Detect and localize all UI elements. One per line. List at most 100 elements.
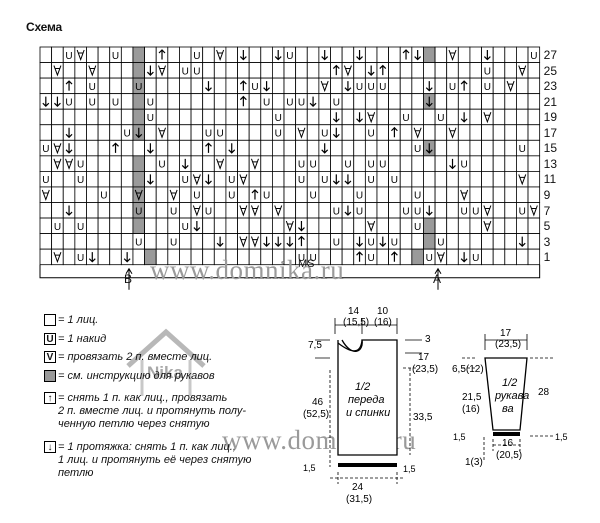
chart-cell xyxy=(527,108,541,126)
chart-cell xyxy=(504,155,517,172)
knit-two-together-symbol xyxy=(483,112,492,124)
chart-cell xyxy=(132,62,145,79)
chart-cell xyxy=(225,46,238,63)
chart-cell xyxy=(411,77,424,95)
chart-cell xyxy=(434,155,448,172)
arrow-down-symbol xyxy=(321,143,329,154)
chart-cell xyxy=(469,93,482,110)
knit-two-together-symbol xyxy=(448,127,457,139)
arrow-down-symbol xyxy=(379,236,387,247)
chart-cell xyxy=(144,186,157,203)
chart-cell xyxy=(446,62,459,79)
yarn-over-symbol: U xyxy=(147,113,154,124)
knit-two-together-symbol xyxy=(158,65,166,77)
chart-cell xyxy=(39,202,53,219)
chart-cell xyxy=(51,233,64,250)
yarn-over-symbol: U xyxy=(519,144,526,155)
yarn-over-symbol: U xyxy=(298,253,305,264)
knit-two-together-symbol xyxy=(53,143,62,155)
chart-cell xyxy=(109,124,122,141)
chart-cell xyxy=(237,108,250,126)
arrow-down-symbol xyxy=(146,143,154,154)
yarn-over-symbol: U xyxy=(333,97,340,108)
chart-cell xyxy=(62,248,76,266)
chart-cell xyxy=(39,77,53,95)
arrow-down-symbol xyxy=(356,50,363,61)
chart-cell xyxy=(179,202,192,219)
chart-cell xyxy=(86,170,99,188)
chart-cell xyxy=(481,93,494,110)
arrow-up-symbol xyxy=(390,251,398,262)
chart-cell xyxy=(271,139,285,157)
chart-cell xyxy=(248,62,262,79)
chart-cell xyxy=(51,77,64,95)
chart-cell xyxy=(434,202,448,219)
chart-cell xyxy=(179,46,192,63)
arrow-down-symbol xyxy=(332,174,340,185)
chart-cell xyxy=(62,108,76,126)
arrow-down-symbol xyxy=(518,236,526,247)
chart-cell xyxy=(97,93,111,110)
yarn-over-symbol: U xyxy=(472,253,479,264)
chart-cell xyxy=(411,108,424,126)
chart-cell xyxy=(74,108,87,126)
chart-cell xyxy=(97,62,111,79)
chart-cell xyxy=(330,186,343,203)
yarn-over-symbol: U xyxy=(298,175,305,186)
chart-cell xyxy=(144,46,157,63)
yarn-over-symbol: U xyxy=(77,253,84,264)
chart-cell xyxy=(423,233,436,250)
chart-cell xyxy=(504,248,517,266)
chart-cell xyxy=(190,139,204,157)
chart-cell xyxy=(202,93,215,110)
arrow-up-symbol xyxy=(402,49,410,60)
chart-cell xyxy=(271,93,285,110)
knit-two-together-icon: V xyxy=(44,351,56,363)
chart-cell xyxy=(225,77,238,95)
chart-cell xyxy=(237,186,250,203)
chart-cell xyxy=(155,170,169,188)
chart-cell xyxy=(527,170,541,188)
chart-cell xyxy=(167,108,180,126)
chart-cell xyxy=(306,170,320,188)
arrow-down-symbol xyxy=(344,81,352,92)
chart-cell xyxy=(62,217,76,235)
arrow-down-symbol xyxy=(449,158,456,170)
chart-cell xyxy=(225,202,238,219)
chart-cell xyxy=(74,139,87,157)
arrow-down-symbol xyxy=(123,252,131,263)
chart-cell xyxy=(504,170,517,188)
knit-two-together-symbol xyxy=(413,127,422,139)
arrow-down-symbol xyxy=(205,81,212,92)
chart-cell xyxy=(248,124,262,141)
chart-cell xyxy=(411,155,424,172)
chart-cell xyxy=(86,217,99,235)
chart-cell xyxy=(86,108,99,126)
chart-cell xyxy=(457,170,471,188)
yarn-over-symbol: U xyxy=(275,113,282,124)
chart-cell xyxy=(225,108,238,126)
legend-text: = см. инструкцию для рукавов xyxy=(58,370,215,382)
yarn-over-symbol: U xyxy=(414,144,421,155)
svg-text:10: 10 xyxy=(377,306,389,317)
chart-cell xyxy=(155,93,169,110)
yarn-over-icon: U xyxy=(44,333,56,345)
chart-cell xyxy=(213,170,227,188)
chart-cell xyxy=(167,124,180,141)
chart-cell xyxy=(434,170,448,188)
chart-cell xyxy=(434,217,448,235)
chart-cell xyxy=(260,46,273,63)
chart-cell xyxy=(527,124,541,141)
shaded-square-icon xyxy=(44,370,56,382)
chart-cell xyxy=(516,46,529,63)
arrow-down-symbol xyxy=(344,174,352,185)
chart-cell xyxy=(97,217,111,235)
yarn-over-symbol: U xyxy=(286,97,293,108)
chart-cell xyxy=(109,233,122,250)
knit-two-together-symbol xyxy=(169,189,178,201)
chart-cell xyxy=(504,108,517,126)
knit-two-together-symbol xyxy=(460,189,469,201)
yarn-over-symbol: U xyxy=(379,160,386,171)
arrow-down-symbol xyxy=(239,50,247,61)
